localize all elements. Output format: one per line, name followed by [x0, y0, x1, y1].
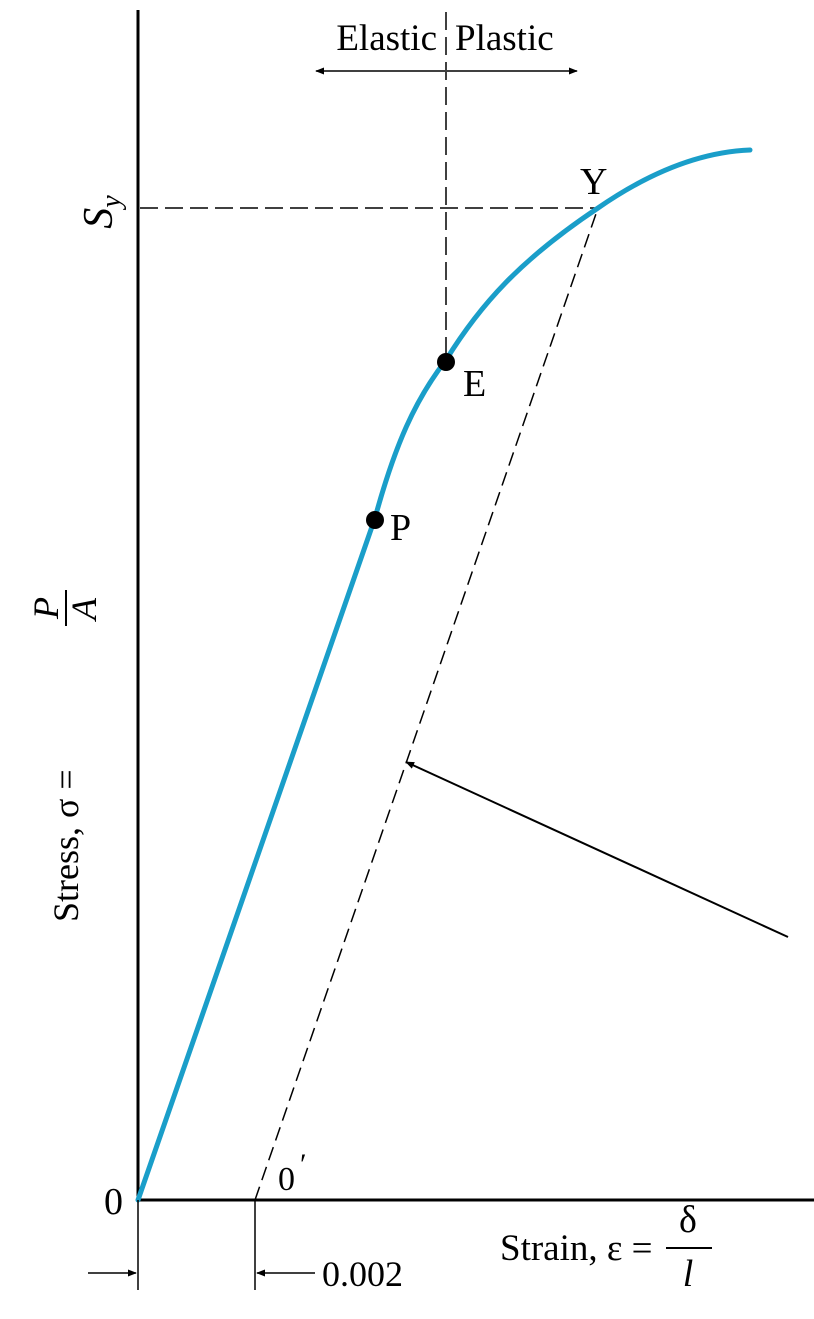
- proportional-limit-point: [366, 511, 384, 529]
- origin-label: 0: [104, 1181, 123, 1223]
- elastic-limit-label: E: [463, 363, 486, 405]
- yield-strength-label: Sy: [76, 195, 127, 229]
- strain-axis-label: Strain, ε =: [500, 1228, 653, 1269]
- offset-line: [254, 207, 599, 1201]
- stress-numerator: P: [26, 597, 66, 620]
- stress-denominator: A: [64, 597, 104, 622]
- yield-point-label: Y: [580, 161, 607, 203]
- svg-text:0: 0: [278, 1161, 295, 1198]
- stress-strain-curve: [135, 147, 753, 1203]
- offset-value-label: 0.002: [322, 1254, 403, 1294]
- strain-denominator: l: [683, 1253, 694, 1295]
- offset-origin-label: 0 ′: [278, 1148, 307, 1198]
- elastic-label: Elastic: [336, 18, 437, 59]
- plastic-label: Plastic: [455, 18, 554, 59]
- proportional-limit-label: P: [390, 507, 411, 549]
- stress-axis-label: Stress, σ =: [46, 769, 86, 922]
- strain-numerator: δ: [679, 1199, 697, 1241]
- svg-text:′: ′: [300, 1148, 307, 1181]
- offset-line-pointer-arrow: [405, 761, 789, 938]
- elastic-limit-point: [437, 353, 455, 371]
